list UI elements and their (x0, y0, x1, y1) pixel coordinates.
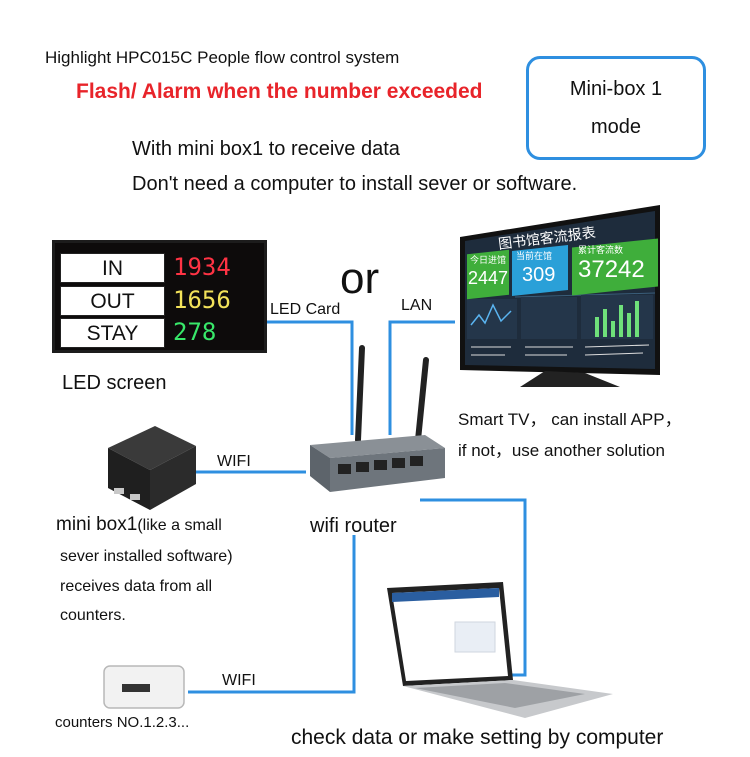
led-screen-caption: LED screen (62, 372, 167, 394)
system-title: Highlight HPC015C People flow control sy… (45, 48, 400, 67)
lan-line (388, 320, 455, 435)
tv-tile-2-label: 当前在馆 (516, 251, 553, 261)
led-row-label-stay: STAY (60, 318, 165, 348)
wifi-counter-line (188, 535, 356, 694)
alarm-text: Flash/ Alarm when the number exceeded (76, 80, 483, 103)
wifi-counter-label: WIFI (222, 672, 256, 689)
mini-box-image (108, 426, 196, 510)
led-row-value-stay: 278 (173, 318, 217, 346)
mode-box (526, 56, 706, 160)
led-card-label: LED Card (270, 301, 341, 318)
description-line1: With mini box1 to receive data (132, 138, 400, 160)
mini-box-title: mini box1(like a small (56, 514, 222, 536)
mini-box-line1: sever installed software) (60, 548, 233, 565)
tv-tile-1-value: 2447 (468, 268, 509, 288)
counter-device-image (103, 665, 185, 709)
counters-caption: counters NO.1.2.3... (55, 714, 190, 731)
led-row-value-in: 1934 (173, 253, 231, 281)
smart-tv-caption-line2: if not，use another solution (458, 441, 665, 460)
or-label: or (340, 254, 380, 303)
mode-label-line2: mode (590, 116, 642, 138)
led-row-value-out: 1656 (173, 286, 231, 314)
led-row-label-out: OUT (60, 286, 165, 316)
tv-tile-2-value: 309 (522, 264, 556, 286)
lan-label: LAN (401, 297, 433, 314)
tv-tile-3-label: 累计客流数 (578, 245, 624, 255)
mini-box-title-main: mini box1 (56, 514, 138, 535)
mode-label-line1: Mini-box 1 (569, 78, 663, 100)
tv-tile-1-label: 今日进馆 (470, 255, 507, 265)
mini-box-line2: receives data from all (60, 578, 213, 595)
wifi-router-image (310, 345, 445, 492)
mini-box-title-small: (like a small (137, 517, 222, 534)
led-row-label-in: IN (60, 253, 165, 283)
mini-box-line3: counters. (60, 607, 126, 624)
router-caption: wifi router (310, 515, 397, 537)
smart-tv-caption-line1: Smart TV， can install APP， (458, 410, 682, 429)
led-card-line (266, 320, 354, 435)
computer-caption: check data or make setting by computer (291, 726, 664, 749)
tv-tile-3-value: 37242 (578, 256, 645, 283)
wifi-minibox-label: WIFI (217, 453, 251, 470)
laptop-image (387, 582, 613, 718)
computer-line (420, 498, 527, 677)
description-line2: Don't need a computer to install sever o… (132, 173, 578, 195)
